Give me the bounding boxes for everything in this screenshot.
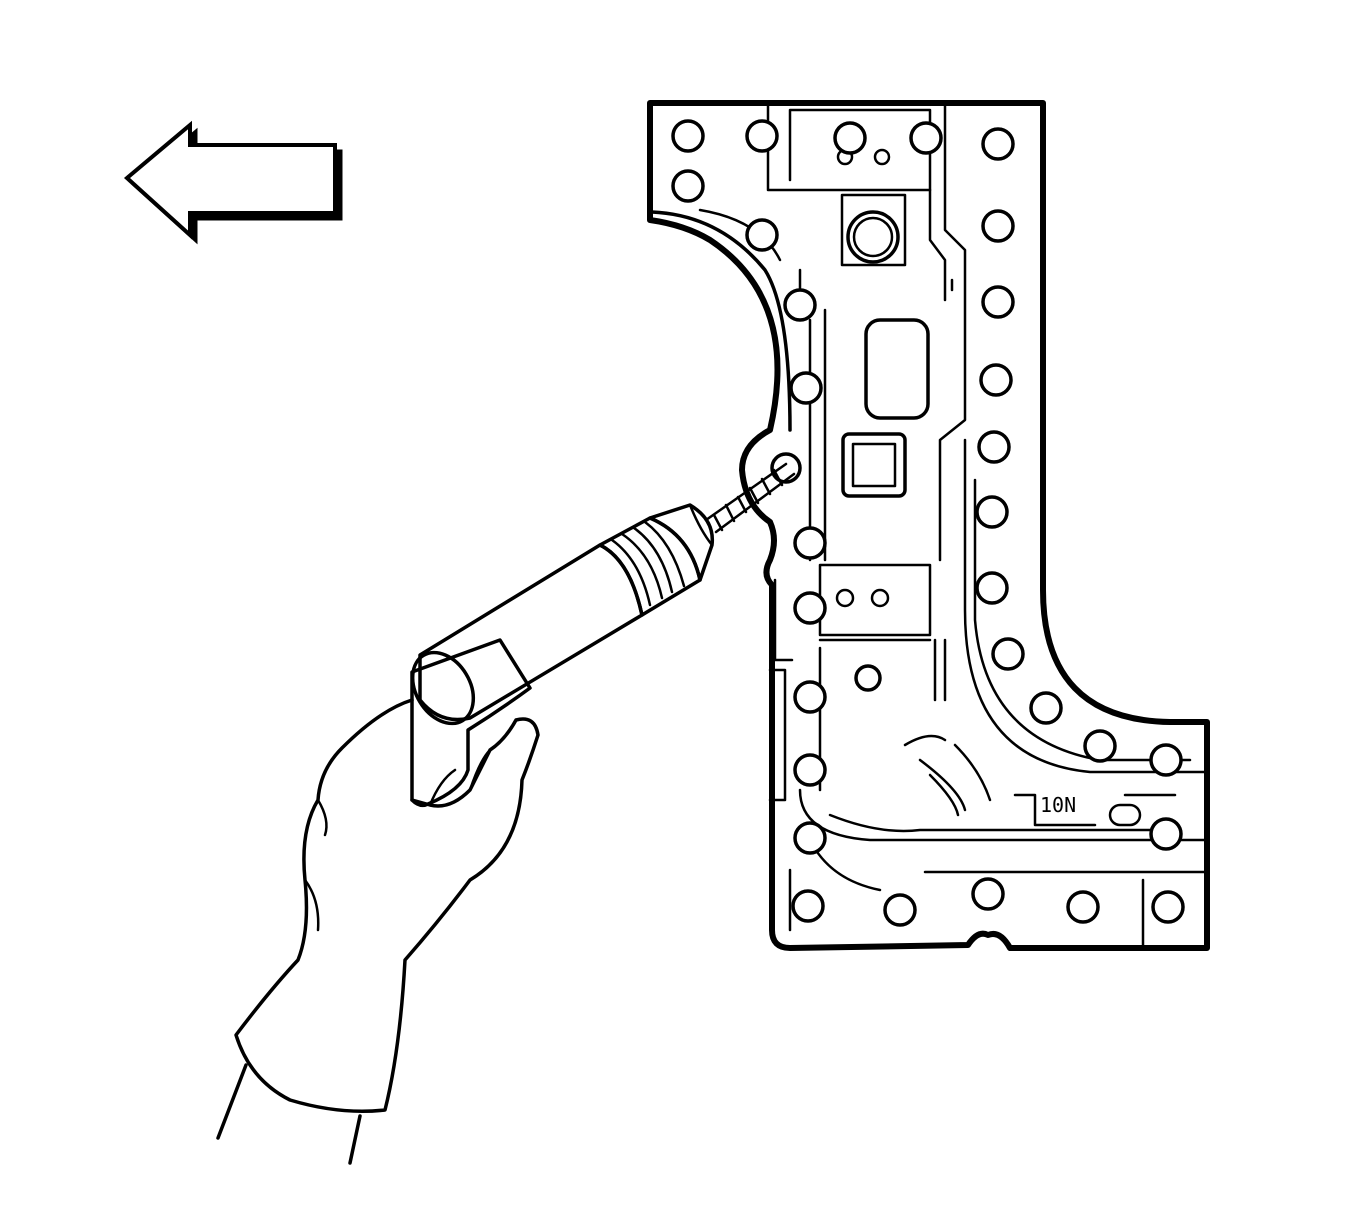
weld-spot-icon <box>671 119 705 153</box>
weld-spot-icon <box>981 209 1015 243</box>
weld-spot-icon <box>833 121 867 155</box>
panel-stamp-label: 10N <box>1040 793 1076 817</box>
weld-spot-icon <box>991 637 1025 671</box>
spot-welds <box>671 119 1185 927</box>
panel-outline <box>647 100 1210 951</box>
weld-spot-icon <box>671 169 705 203</box>
direction-arrow-icon <box>123 120 343 245</box>
target-weld-spot-icon <box>770 452 802 484</box>
weld-spot-icon <box>1151 890 1185 924</box>
hand-icon <box>216 698 540 1165</box>
drill-icon <box>410 503 715 808</box>
weld-spot-icon <box>979 363 1013 397</box>
weld-spot-icon <box>981 127 1015 161</box>
weld-spot-icon <box>793 753 827 787</box>
weld-spot-icon <box>1149 817 1183 851</box>
weld-spot-icon <box>1066 890 1100 924</box>
weld-spot-icon <box>975 571 1009 605</box>
weld-spot-icon <box>789 371 823 405</box>
weld-spot-icon <box>783 288 817 322</box>
weld-spot-icon <box>793 526 827 560</box>
weld-spot-icon <box>1083 729 1117 763</box>
weld-spot-icon <box>977 430 1011 464</box>
weld-spot-icon <box>909 121 943 155</box>
weld-spot-icon <box>975 495 1009 529</box>
weld-spot-icon <box>745 119 779 153</box>
weld-spot-icon <box>1029 691 1063 725</box>
weld-spot-icon <box>883 893 917 927</box>
weld-spot-icon <box>793 591 827 625</box>
weld-spot-icon <box>745 218 779 252</box>
weld-spot-icon <box>791 889 825 923</box>
weld-spot-icon <box>971 877 1005 911</box>
weld-spot-icon <box>793 680 827 714</box>
drill-bit-icon <box>704 462 796 534</box>
weld-spot-icon <box>1149 743 1183 777</box>
body-panel: 10N <box>647 100 1210 951</box>
weld-spot-icon <box>981 285 1015 319</box>
weld-spot-icon <box>793 821 827 855</box>
